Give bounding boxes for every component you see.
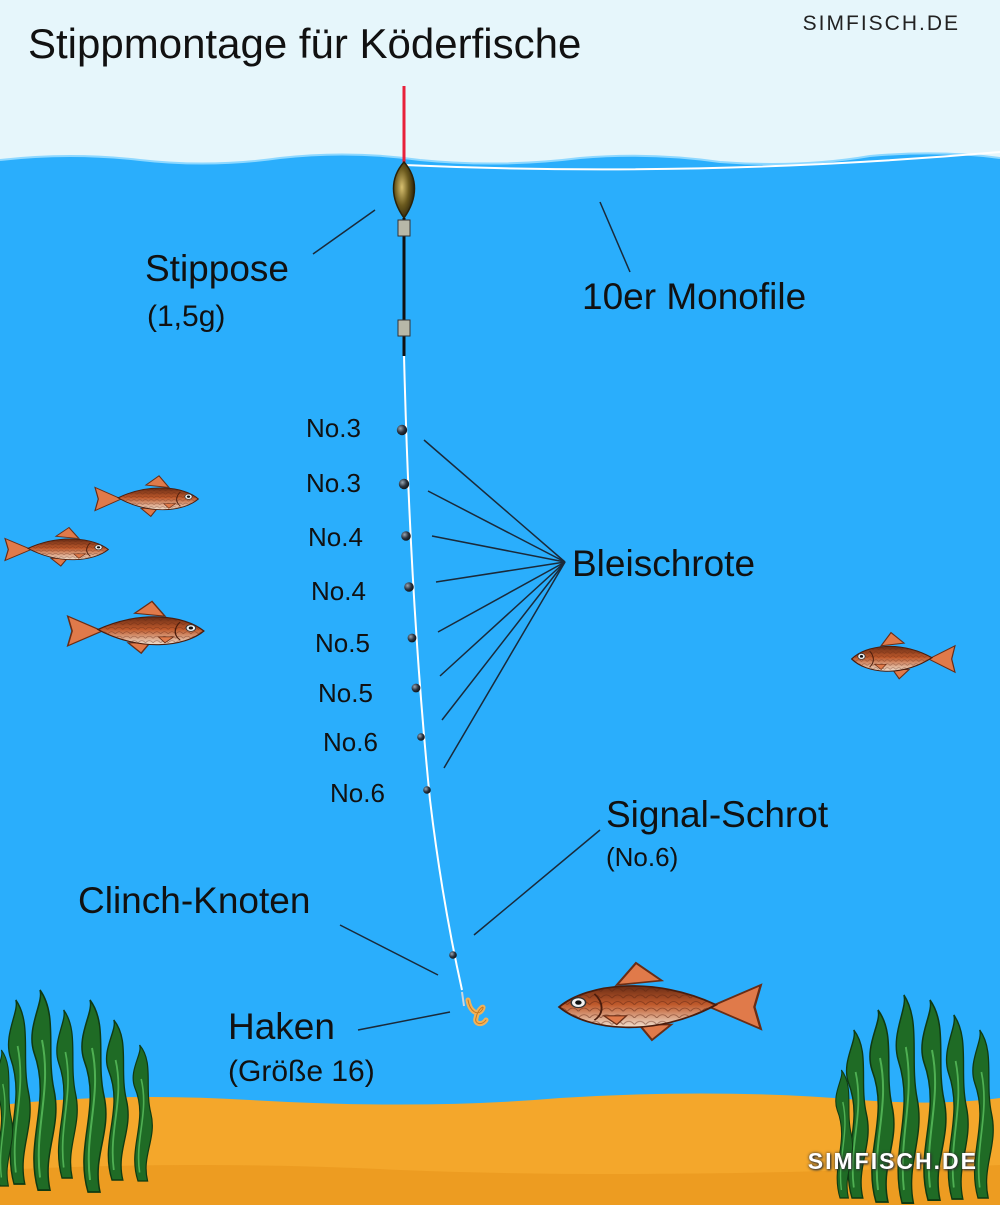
shot-size-label: No.6: [330, 778, 385, 808]
label-knot: Clinch-Knoten: [78, 880, 311, 921]
brand-watermark: SIMFISCH.DE: [802, 12, 960, 35]
label-signal-size: (No.6): [606, 842, 679, 872]
shot-size-label: No.5: [315, 628, 370, 658]
shot-size-label: No.3: [306, 413, 361, 443]
float-icon: [392, 86, 416, 356]
label-shots: Bleischrote: [572, 543, 756, 584]
label-hook-size: (Größe 16): [228, 1055, 375, 1088]
brand-watermark-bottom: SIMFISCH.DE: [807, 1148, 978, 1174]
lead-shot: [396, 424, 408, 436]
lead-shot: [401, 531, 411, 541]
fishing-line: [403, 354, 463, 991]
seabed-shadow: [0, 1165, 1000, 1205]
shot-size-label: No.3: [306, 468, 361, 498]
shot-size-label: No.5: [318, 678, 373, 708]
label-stippose: Stippose: [145, 248, 289, 289]
worm-icon: [465, 997, 489, 1027]
fishing-line-surface: [403, 151, 1000, 171]
lead-shot: [423, 786, 431, 794]
lead-shots: [396, 424, 457, 959]
label-hook: Haken: [228, 1006, 335, 1047]
shot-size-label: No.4: [311, 576, 366, 606]
leader-lines: [312, 201, 631, 1031]
water-surface-highlight: [0, 152, 1000, 165]
lead-shot: [407, 633, 417, 643]
lead-shot: [398, 478, 410, 490]
sky: [0, 0, 1000, 170]
hook-icon: [461, 991, 465, 1007]
lead-shot: [411, 683, 421, 693]
page-title: Stippmontage für Köderfische: [28, 20, 582, 67]
shot-size-label: No.6: [323, 727, 378, 757]
water: [0, 153, 1000, 1205]
label-line: 10er Monofile: [582, 276, 807, 317]
signal-shot: [449, 951, 457, 959]
label-stippose-weight: (1,5g): [147, 300, 226, 333]
label-signal: Signal-Schrot: [606, 794, 829, 835]
lead-shot: [404, 582, 414, 592]
shot-size-label: No.4: [308, 522, 363, 552]
lead-shot: [417, 733, 425, 741]
